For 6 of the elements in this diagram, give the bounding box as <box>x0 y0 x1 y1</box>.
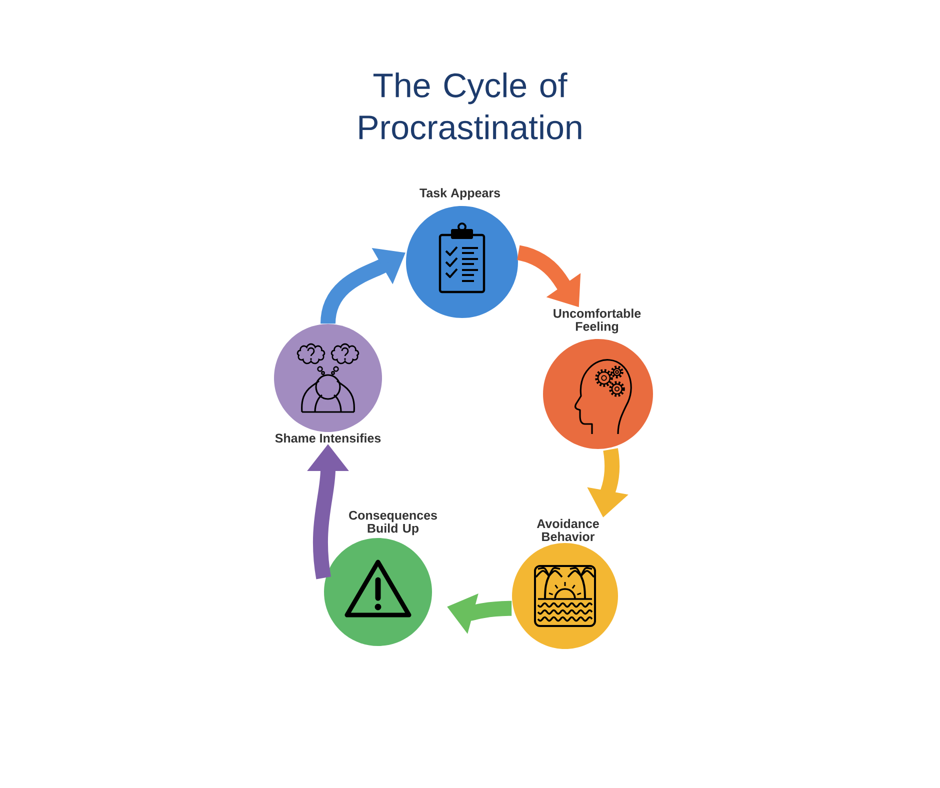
step-label: Shame Intensifies <box>275 433 381 443</box>
step-label: Consequences Build Up <box>349 510 437 536</box>
step-label: Avoidance Behavior <box>536 518 599 542</box>
title: The Cycle of Procrastination <box>359 72 582 140</box>
step-label: Uncomfortable Feeling <box>554 308 641 334</box>
step-label: Task Appears <box>420 188 500 200</box>
